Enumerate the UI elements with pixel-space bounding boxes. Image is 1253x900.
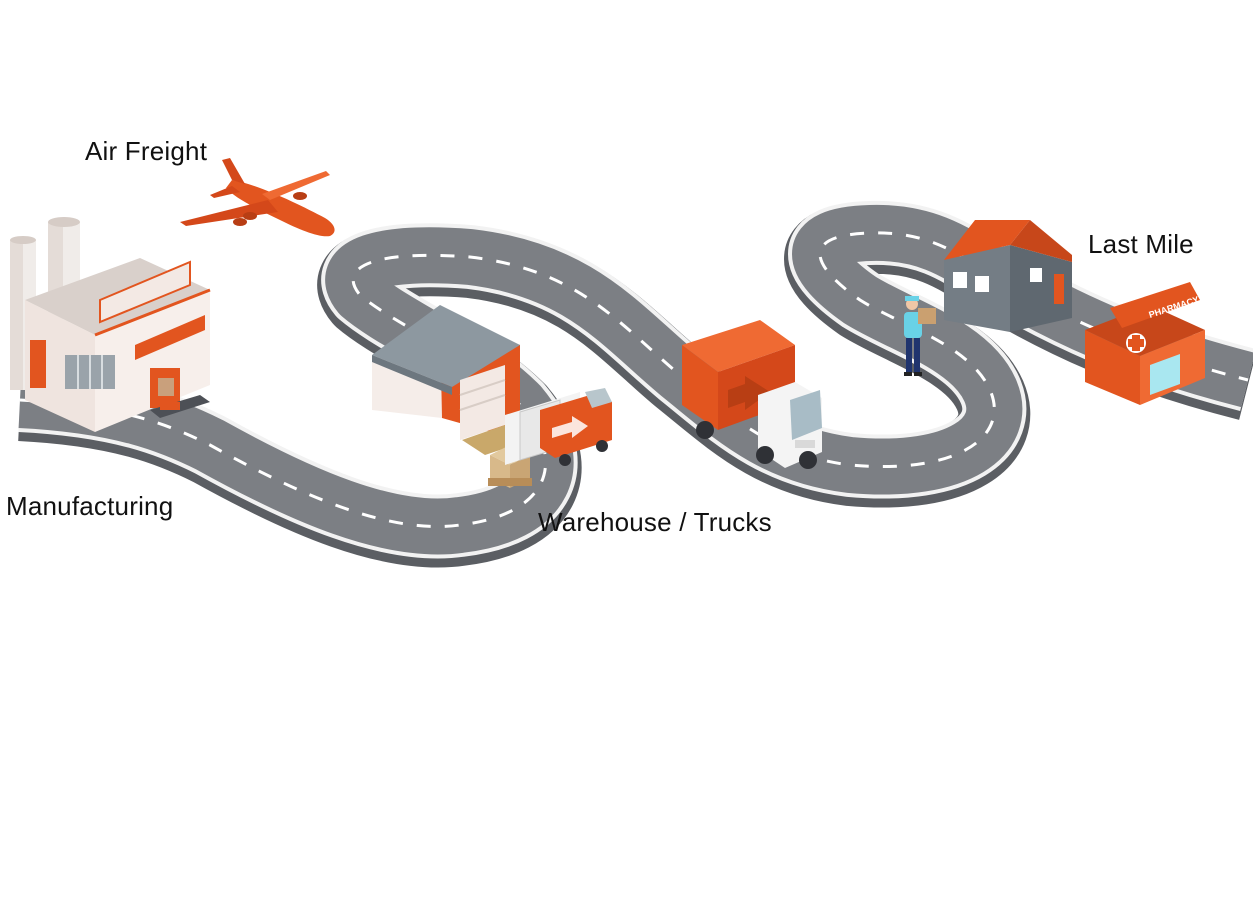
warehouse-icon (372, 305, 530, 455)
courier-person-icon (904, 296, 936, 376)
last-mile-label: Last Mile (1088, 229, 1194, 259)
warehouse-trucks-label: Warehouse / Trucks (538, 507, 772, 537)
air-freight-label: Air Freight (85, 136, 208, 166)
factory-icon (10, 217, 211, 432)
house-icon (944, 220, 1072, 332)
box-truck-icon (682, 320, 822, 469)
manufacturing-label: Manufacturing (6, 491, 174, 521)
delivery-van-icon (505, 388, 612, 466)
airplane-icon (180, 158, 335, 237)
winding-road (18, 200, 1253, 568)
